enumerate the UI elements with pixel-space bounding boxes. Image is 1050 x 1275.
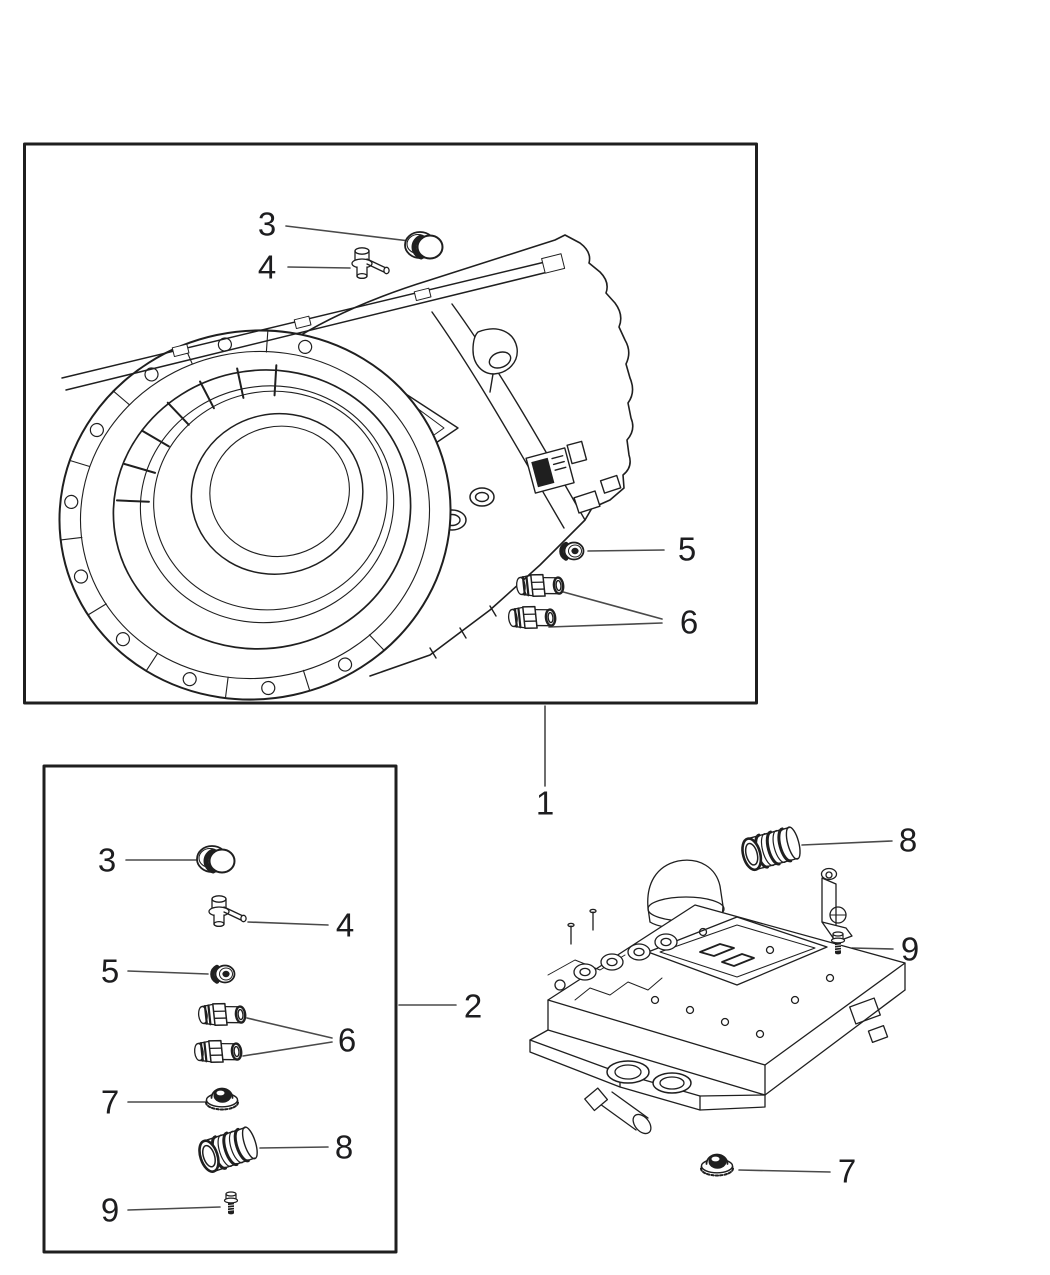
callout-valve-8: 8 [898,821,918,859]
leader-kit-8 [259,1146,329,1149]
part-6-fitting-kit-b [192,1036,244,1067]
leader-case-4 [287,266,351,269]
leader-case-6b [548,622,663,628]
leader-case-3 [285,225,419,243]
callout-case-3: 3 [257,205,277,243]
leader-valve-9 [851,947,894,950]
leader-kit-9 [127,1206,221,1211]
callout-valve-7: 7 [837,1152,857,1190]
callout-kit-6: 6 [337,1021,357,1059]
callout-kit-9: 9 [100,1191,120,1229]
callout-kit-8: 8 [334,1128,354,1166]
leader-kit-6b [242,1041,333,1057]
callout-ref-2: 2 [463,987,483,1025]
part-5-socket-plug-kit [212,966,234,983]
callout-kit-3: 3 [97,841,117,879]
callout-case-5: 5 [677,530,697,568]
callout-kit-7: 7 [100,1083,120,1121]
leader-valve-8 [801,840,893,846]
part-7-cap-nut-valve-body [700,1153,734,1177]
callout-kit-4: 4 [335,906,355,944]
part-5-socket-plug-case [561,543,583,560]
leader-case-5 [587,549,665,552]
bell-housing-drawing [58,253,566,701]
leader-kit-4 [247,921,329,926]
part-6-fitting-kit-a [196,999,248,1030]
part-4-breather-vent-kit [208,895,247,928]
part-7-cap-nut-kit [205,1087,239,1111]
valve-body-drawing [529,859,906,1135]
part-3-cup-plug-case [405,232,443,259]
plug-kit-box [42,764,398,1254]
part-4-breather-vent-case [351,247,390,280]
callout-valve-9: 9 [900,930,920,968]
leader-kit-6a [246,1017,333,1039]
callout-kit-5: 5 [100,952,120,990]
leader-kit-5 [127,970,209,975]
leader-lines [125,225,894,1211]
leader-valve-7 [738,1169,831,1173]
main-assembly-box [23,142,758,705]
part-9-screw-kit [223,1191,239,1216]
callout-case-6: 6 [679,603,699,641]
part-3-cup-plug-kit [197,846,235,873]
leader-case-6a [555,589,663,620]
part-8-adapter-valve-body [737,824,805,874]
part-8-adapter-kit [194,1124,262,1176]
callout-case-4: 4 [257,248,277,286]
callout-ref-1: 1 [535,784,555,822]
